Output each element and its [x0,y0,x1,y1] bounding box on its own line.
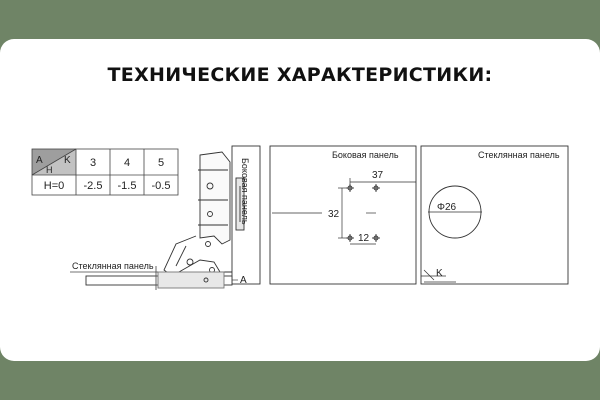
dimension-k: K [436,268,443,279]
side-panel-label: Боковая панель [240,158,250,225]
specs-table [31,148,179,196]
dimension-diameter: Φ26 [437,202,457,213]
side-panel-frame [269,145,417,285]
table-corner-k: K [64,155,71,166]
drill-hole-2 [372,184,380,192]
table-row-label: H=0 [44,180,65,192]
table-k-value-2: 4 [124,157,130,169]
page-title: ТЕХНИЧЕСКИЕ ХАРАКТЕРИСТИКИ: [107,64,493,86]
glass-panel-drill-drawing [420,145,569,285]
dimension-37: 37 [372,170,384,181]
dimension-32: 32 [328,209,340,220]
table-a-value-1: -2.5 [84,180,103,192]
hinge-drawing [70,145,261,290]
dimension-a: A [240,275,247,286]
side-panel-drill-drawing [269,145,417,285]
table-corner-h: H [46,165,53,175]
table-border [31,148,179,196]
glass-panel-drawing-label: Стеклянная панель [478,150,560,160]
table-a-value-2: -1.5 [118,180,137,192]
hinge-arm [163,235,232,277]
dimension-12: 12 [358,233,370,244]
side-panel-drawing-label: Боковая панель [332,150,399,160]
glass-clamp [157,271,225,289]
drill-hole-4 [372,234,380,242]
table-corner-a: A [36,155,43,166]
glass-panel-frame [420,145,569,285]
table-a-value-3: -0.5 [152,180,171,192]
table-k-value-1: 3 [90,157,96,169]
drill-hole-3 [346,234,354,242]
table-k-value-3: 5 [158,157,164,169]
glass-panel-label: Стеклянная панель [72,261,154,271]
content-card [0,39,600,361]
hinge-cup [199,151,231,245]
